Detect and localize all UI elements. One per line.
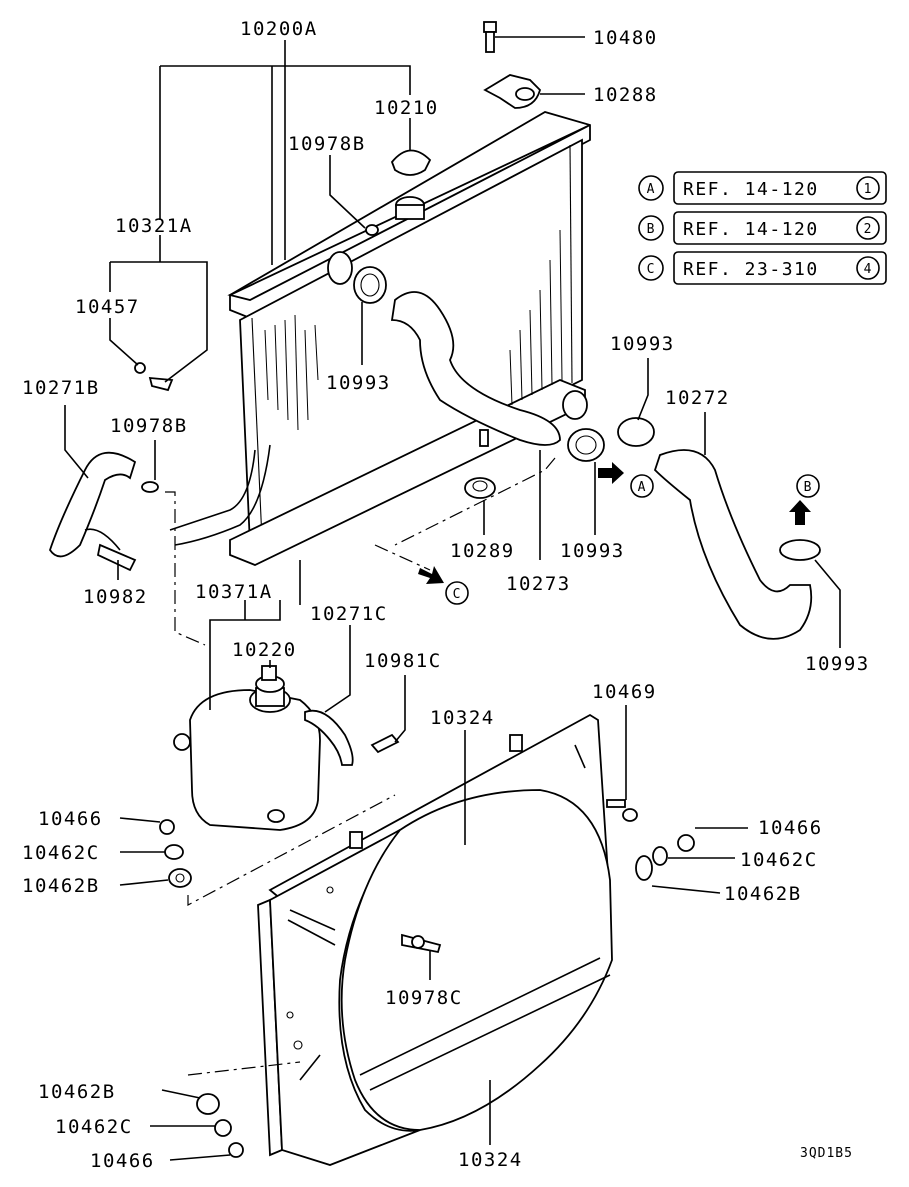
bolt-10469[interactable]	[606, 799, 638, 822]
label-10978C[interactable]: 10978C	[385, 987, 463, 1009]
arrow-to-B: B	[789, 474, 820, 525]
grommet-10462B-left[interactable]	[168, 868, 192, 888]
label-10271C[interactable]: 10271C	[310, 603, 388, 625]
reserve-hose[interactable]	[169, 449, 256, 531]
label-10466-bottom[interactable]: 10466	[90, 1150, 155, 1172]
label-10993-mid[interactable]: 10993	[560, 540, 625, 562]
label-10220[interactable]: 10220	[232, 639, 297, 661]
drawing-code: 3QD1B5	[800, 1146, 853, 1161]
label-10466-right[interactable]: 10466	[758, 817, 823, 839]
arrow-to-C: C	[418, 566, 469, 605]
svg-text:REF. 23-310: REF. 23-310	[683, 259, 819, 280]
fan-shroud-10324-lower[interactable]	[257, 789, 613, 1166]
label-10993-low[interactable]: 10993	[805, 653, 870, 675]
bracket-10288[interactable]	[483, 74, 542, 109]
svg-text:REF. 14-120: REF. 14-120	[683, 219, 819, 240]
reference-row-c[interactable]: C REF. 23-310 4	[638, 251, 887, 285]
bolt-10480[interactable]	[483, 21, 497, 53]
label-10289[interactable]: 10289	[450, 540, 515, 562]
lower-hose-10272[interactable]	[653, 449, 813, 640]
clip-10982[interactable]	[96, 543, 137, 572]
label-10982[interactable]: 10982	[83, 586, 148, 608]
arrow-to-A: A	[598, 462, 654, 498]
label-10480[interactable]: 10480	[593, 27, 658, 49]
svg-text:C: C	[647, 262, 656, 277]
hose-clamp-10993-mid[interactable]	[567, 428, 605, 462]
nut-10466-right[interactable]	[677, 834, 695, 852]
svg-text:REF. 14-120: REF. 14-120	[683, 179, 819, 200]
label-10272[interactable]: 10272	[665, 387, 730, 409]
hose-clamp-10993-right[interactable]	[617, 417, 655, 447]
svg-text:1: 1	[864, 182, 873, 197]
reserve-tank-10371A[interactable]	[173, 687, 321, 831]
label-10462B-bottom[interactable]: 10462B	[38, 1081, 116, 1103]
label-10324-top[interactable]: 10324	[430, 707, 495, 729]
label-10324-bottom[interactable]: 10324	[458, 1149, 523, 1171]
svg-text:B: B	[647, 222, 656, 237]
grommet-10462B-right[interactable]	[635, 855, 653, 881]
label-10466-left[interactable]: 10466	[38, 808, 103, 830]
nut-10466-left[interactable]	[159, 819, 175, 835]
upper-hose-10273[interactable]	[390, 291, 561, 446]
label-10981C[interactable]: 10981C	[364, 650, 442, 672]
reserve-hose-outline	[174, 444, 271, 546]
label-10462B-right[interactable]: 10462B	[724, 883, 802, 905]
label-10321A[interactable]: 10321A	[115, 215, 193, 237]
arrow-label-b: B	[804, 480, 813, 495]
label-10457[interactable]: 10457	[75, 296, 140, 318]
clamp-10978B[interactable]	[141, 224, 379, 493]
label-10469[interactable]: 10469	[592, 681, 657, 703]
washer-10462C-bottom[interactable]	[214, 1119, 232, 1137]
rubber-mount-10289[interactable]	[464, 477, 496, 499]
label-10462C-bottom[interactable]: 10462C	[55, 1116, 133, 1138]
label-10978B-top[interactable]: 10978B	[288, 133, 366, 155]
label-10978B-mid[interactable]: 10978B	[110, 415, 188, 437]
label-10462B-left[interactable]: 10462B	[22, 875, 100, 897]
clip-10978C[interactable]	[401, 933, 442, 954]
reference-row-a[interactable]: A REF. 14-120 1	[638, 171, 887, 205]
label-10371A[interactable]: 10371A	[195, 581, 273, 603]
label-10462C-right[interactable]: 10462C	[740, 849, 818, 871]
part-labels: 10200A 10210 10480 10288 10978B 10321A 1…	[22, 18, 870, 1172]
hose-10271C[interactable]	[304, 709, 354, 766]
radiator[interactable]	[227, 111, 591, 605]
svg-text:A: A	[647, 182, 656, 197]
leader-lines	[64, 36, 841, 1161]
reference-row-b[interactable]: B REF. 14-120 2	[638, 211, 887, 245]
washer-10462C-left[interactable]	[164, 844, 184, 860]
label-10273[interactable]: 10273	[506, 573, 571, 595]
nut-10466-bottom[interactable]	[228, 1142, 244, 1158]
label-10200A[interactable]: 10200A	[240, 18, 318, 40]
label-10288[interactable]: 10288	[593, 84, 658, 106]
label-10993-right[interactable]: 10993	[610, 333, 675, 355]
hose-clamp-10993-low[interactable]	[779, 539, 821, 561]
washer-10462C-right[interactable]	[652, 846, 668, 866]
radiator-cap[interactable]	[390, 149, 432, 176]
clip-10981C[interactable]	[370, 733, 400, 754]
label-10993-upper[interactable]: 10993	[326, 372, 391, 394]
hose-clamp-10993-top[interactable]	[353, 266, 387, 304]
reserve-tank-cap-10220[interactable]	[255, 665, 285, 693]
clip-10457[interactable]	[134, 362, 174, 392]
overflow-hose-10271B[interactable]	[49, 451, 137, 558]
arrow-label-a: A	[638, 480, 647, 495]
arrow-label-c: C	[453, 587, 462, 602]
label-10462C-left[interactable]: 10462C	[22, 842, 100, 864]
reference-table: A REF. 14-120 1 B REF. 14-120 2 C REF. 2…	[638, 171, 887, 285]
svg-text:2: 2	[864, 222, 873, 237]
label-10210[interactable]: 10210	[374, 97, 439, 119]
svg-text:4: 4	[864, 262, 873, 277]
grommet-10462B-bottom[interactable]	[196, 1093, 220, 1115]
label-10271B[interactable]: 10271B	[22, 377, 100, 399]
